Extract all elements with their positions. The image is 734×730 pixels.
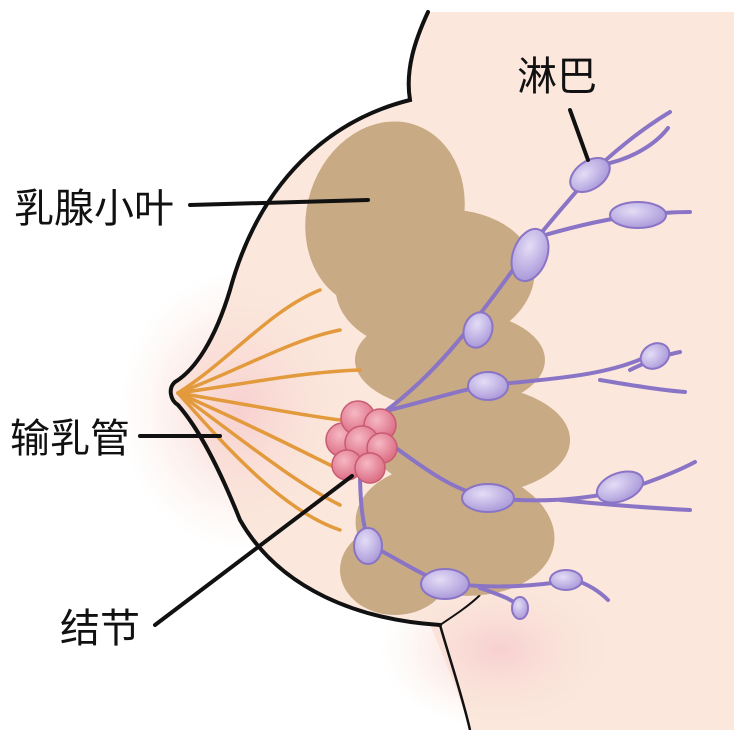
leader-lymph bbox=[568, 108, 590, 162]
lymph-node bbox=[609, 201, 667, 229]
lymph-node bbox=[511, 596, 529, 620]
label-lump: 结节 bbox=[60, 606, 140, 652]
lymph-node bbox=[595, 470, 645, 504]
lymph-node bbox=[467, 371, 509, 401]
underside-blush bbox=[380, 570, 620, 730]
lymph-node bbox=[510, 227, 550, 283]
lymph-node bbox=[461, 483, 515, 513]
torso-outline bbox=[438, 624, 472, 730]
lymph-node bbox=[420, 568, 470, 600]
leader-lines bbox=[138, 108, 590, 627]
leader-lobules bbox=[188, 198, 370, 207]
label-lobules: 乳腺小叶 bbox=[14, 186, 174, 232]
nipple-blush bbox=[120, 270, 360, 550]
fold-line bbox=[439, 594, 481, 626]
lymph-node bbox=[639, 342, 671, 370]
lymph-node bbox=[353, 527, 383, 565]
milk-ducts bbox=[176, 288, 362, 532]
leader-lump bbox=[153, 474, 354, 627]
label-lymph: 淋巴 bbox=[517, 54, 597, 100]
lump-cluster bbox=[325, 400, 398, 484]
lymph-node bbox=[549, 569, 583, 591]
lump-lobe bbox=[354, 452, 386, 484]
lymph-node bbox=[569, 156, 611, 194]
lymph-node bbox=[462, 311, 494, 349]
breast-outline bbox=[168, 10, 442, 627]
label-ducts: 输乳管 bbox=[10, 416, 130, 462]
lymph-nodes bbox=[353, 156, 671, 620]
